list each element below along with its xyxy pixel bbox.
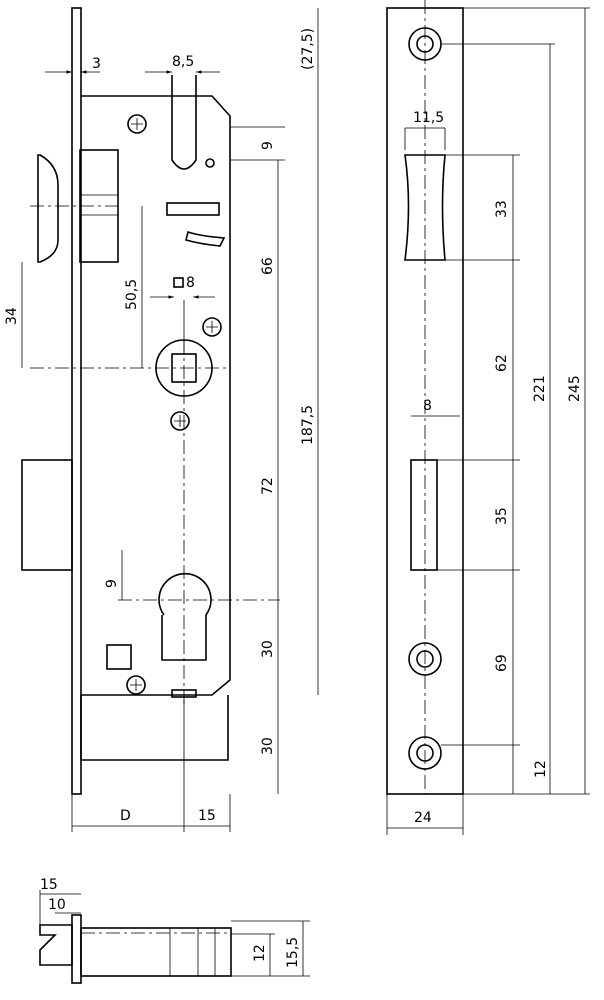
front-dimensions: 3 8,5 (27,5) 9 66 8 50,5 34 187,5 72 [4, 8, 319, 832]
screw-lower [170, 411, 190, 431]
dim-9-cyl: 9 [104, 579, 120, 588]
dim-8-5: 8,5 [172, 54, 194, 70]
dim-9-top: 9 [260, 141, 276, 150]
dim-8: 8 [423, 398, 432, 414]
dim-62: 62 [494, 354, 510, 372]
square-notch [106, 644, 132, 670]
dim-72: 72 [260, 477, 276, 495]
cam-lever [185, 230, 226, 247]
lock-case-outline [81, 95, 231, 696]
dim-66: 66 [260, 257, 276, 275]
dim-33: 33 [494, 200, 510, 218]
cylinder-hole [158, 572, 212, 661]
bottom-view [39, 914, 232, 984]
bottom-latch [39, 924, 73, 966]
screw-mid [202, 317, 222, 337]
screw-hole-bottom [408, 736, 442, 770]
dim-D: D [120, 808, 131, 824]
screw-bottom [126, 675, 146, 695]
dim-187-5: 187,5 [300, 405, 316, 445]
lock-case-lower [80, 695, 229, 761]
dim-15-bottom: 15 [40, 877, 58, 893]
front-view [21, 7, 280, 795]
screw-top [127, 114, 147, 134]
dim-245: 245 [567, 375, 583, 402]
bottom-case [80, 927, 232, 977]
side-view [386, 0, 464, 795]
dim-221: 221 [532, 375, 548, 402]
dim-15: 15 [198, 808, 216, 824]
dim-12: 12 [533, 760, 549, 778]
dim-11-5: 11,5 [413, 110, 444, 126]
dim-69: 69 [494, 654, 510, 672]
side-dimensions: 11,5 33 62 8 35 69 12 221 245 [386, 7, 590, 835]
small-square [173, 277, 184, 288]
dim-50-5: 50,5 [124, 279, 140, 310]
dim-12-bottom: 12 [252, 944, 268, 962]
dim-24: 24 [414, 810, 432, 826]
bottom-faceplate [71, 914, 82, 984]
dim-35: 35 [494, 507, 510, 525]
dim-15-5-bottom: 15,5 [285, 937, 301, 968]
dim-30-bot: 30 [260, 737, 276, 755]
front-faceplate [71, 7, 82, 795]
latch-bolt [37, 154, 59, 263]
dim-8-square: 8 [186, 275, 195, 291]
dead-bolt [21, 459, 73, 571]
deadbolt-opening [410, 459, 438, 571]
spring-slot [171, 75, 197, 170]
bottom-dimensions: 15 10 12 15,5 [39, 877, 310, 977]
dim-30-mid: 30 [260, 640, 276, 658]
dim-34: 34 [4, 307, 20, 325]
dim-3: 3 [92, 56, 101, 72]
dim-10-bottom: 10 [48, 897, 66, 913]
pin-hole [205, 158, 215, 168]
lever-slot [166, 202, 220, 216]
dim-27-5: (27,5) [300, 28, 316, 70]
screw-hole-mid [408, 642, 442, 676]
